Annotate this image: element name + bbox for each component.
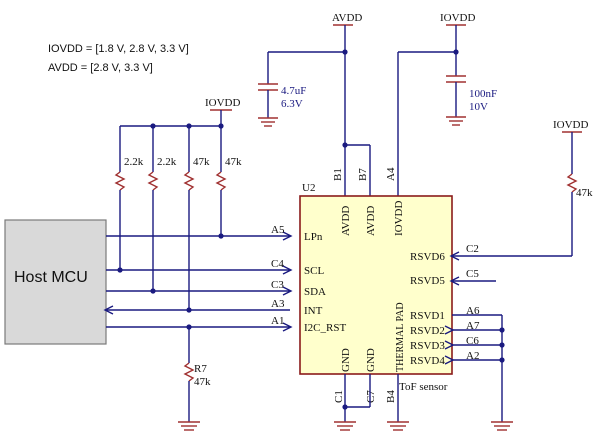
avdd-range-note: AVDD = [2.8 V, 3.3 V] xyxy=(48,62,153,74)
chip-ref: U2 xyxy=(302,182,315,194)
avdd-supply: AVDD 4.7uF 6.3V xyxy=(258,12,371,196)
iovdd-range-note: IOVDD = [1.8 V, 2.8 V, 3.3 V] xyxy=(48,43,189,55)
ground-symbol xyxy=(446,116,466,126)
pin-name-rsvd6: RSVD6 xyxy=(410,251,445,263)
pin-ball-c1: C1 xyxy=(333,390,345,403)
pin-name-avdd: AVDD xyxy=(365,206,377,236)
pullup-value: 2.2k xyxy=(124,156,144,168)
pin-name-lpn: LPn xyxy=(304,231,323,243)
signal-lines xyxy=(103,231,293,332)
pullup-network: IOVDD 2.2k 2.2k 47k 4 xyxy=(114,97,242,310)
r7-value: 47k xyxy=(194,376,211,388)
r-right-value: 47k xyxy=(576,187,593,199)
pin-name-sda: SDA xyxy=(304,286,326,298)
pin-ball-c5: C5 xyxy=(466,268,479,280)
pullup-resistor-1: 2.2k xyxy=(114,126,144,270)
ground-symbol xyxy=(491,421,513,431)
r7-resistor: R7 47k xyxy=(178,327,211,431)
ground-symbol xyxy=(387,421,409,431)
pin-ball-a3: A3 xyxy=(271,298,285,310)
pin-name-rsvd1: RSVD1 xyxy=(410,310,445,322)
pin-name-scl: SCL xyxy=(304,265,324,277)
pullup-value: 47k xyxy=(225,156,242,168)
pin-name-iovdd: IOVDD xyxy=(393,201,405,236)
pullup-value: 47k xyxy=(193,156,210,168)
pin-name-i2c-rst: I2C_RST xyxy=(304,322,346,334)
pin-ball-b1: B1 xyxy=(332,168,344,181)
ground-symbol xyxy=(178,421,200,431)
bottom-grounds xyxy=(334,374,409,431)
tof-sensor-chip: U2 ToF sensor B1 B7 A4 AVDD AVDD IOVDD A… xyxy=(271,167,480,403)
pin-name-gnd: GND xyxy=(340,348,352,372)
pin-name-rsvd5: RSVD5 xyxy=(410,275,445,287)
ground-symbol xyxy=(258,117,278,127)
pin-ball-c6: C6 xyxy=(466,335,479,347)
pin-ball-a6: A6 xyxy=(466,305,480,317)
iovdd-supply: IOVDD 100nF 10V xyxy=(397,12,497,196)
cap-avdd-voltage: 6.3V xyxy=(281,98,303,110)
pin-ball-c3: C3 xyxy=(271,279,284,291)
host-mcu-label: Host MCU xyxy=(14,269,88,286)
pin-name-gnd: GND xyxy=(365,348,377,372)
pin-name-rsvd4: RSVD4 xyxy=(410,355,445,367)
avdd-rail-label: AVDD xyxy=(332,12,362,24)
pullup-resistor-3: 47k xyxy=(183,126,210,310)
pin-ball-a1: A1 xyxy=(271,315,284,327)
pin-name-avdd: AVDD xyxy=(340,206,352,236)
cap-iovdd-voltage: 10V xyxy=(469,101,488,113)
pin-name-int: INT xyxy=(304,305,323,317)
pin-ball-a4: A4 xyxy=(385,167,397,181)
cap-iovdd-value: 100nF xyxy=(469,88,497,100)
pin-name-rsvd3: RSVD3 xyxy=(410,340,445,352)
pin-ball-c7: C7 xyxy=(365,390,377,403)
chip-name: ToF sensor xyxy=(399,381,448,393)
pin-ball-b4: B4 xyxy=(385,390,397,403)
iovdd-left-label: IOVDD xyxy=(205,97,240,109)
pullup-resistor-4: 47k xyxy=(215,126,242,236)
pin-ball-a2: A2 xyxy=(466,350,479,362)
pin-name-thermal-pad: THERMAL PAD xyxy=(395,302,406,372)
pin-ball-c4: C4 xyxy=(271,258,284,270)
iovdd-rail-label: IOVDD xyxy=(440,12,475,24)
pullup-value: 2.2k xyxy=(157,156,177,168)
ground-symbol xyxy=(334,421,356,431)
pin-ball-b7: B7 xyxy=(357,168,369,181)
pullup-resistor-2: 2.2k xyxy=(147,126,177,291)
pin-ball-c2: C2 xyxy=(466,243,479,255)
host-mcu: Host MCU xyxy=(4,219,107,345)
r7-ref: R7 xyxy=(194,363,207,375)
pin-ball-a5: A5 xyxy=(271,224,285,236)
pin-name-rsvd2: RSVD2 xyxy=(410,325,445,337)
pin-ball-a7: A7 xyxy=(466,320,480,332)
right-side-nets: IOVDD 47k xyxy=(444,119,593,431)
cap-avdd-value: 4.7uF xyxy=(281,85,306,97)
iovdd-right-label: IOVDD xyxy=(553,119,588,131)
